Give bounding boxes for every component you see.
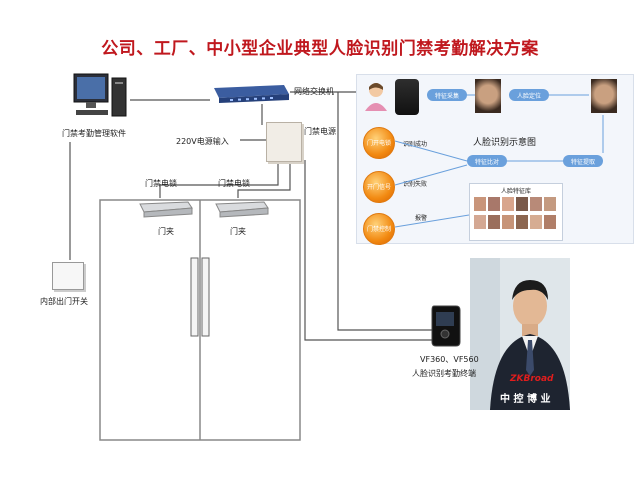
face-database: 人脸特征库 (469, 183, 563, 241)
face-database-title: 人脸特征库 (500, 188, 531, 195)
person-photo (470, 258, 570, 410)
face-thumbnails (474, 197, 556, 229)
terminal-label: 人脸识别考勤终端 (412, 369, 476, 378)
model-label: VF360、VF560 (420, 355, 479, 364)
pill-capture: 特征采集 (427, 89, 467, 101)
power-supply-box (266, 122, 302, 162)
zkbroad-logo: ZKBroad 中 控 博 业 (492, 372, 570, 406)
magnetic-lock-left (138, 200, 194, 218)
face-sample-icon-2 (591, 79, 617, 113)
recognition-diagram-panel: 特征采集 人脸定位 人脸识别示意图 特征提取 特征比对 门开电锁 开门信号 门禁… (356, 74, 634, 245)
pc-label: 门禁考勤管理软件 (62, 129, 126, 138)
logo-text: ZKBroad (510, 374, 554, 384)
pill-match: 特征比对 (467, 155, 507, 167)
clip1-label: 门夹 (158, 227, 174, 236)
network-switch (210, 84, 290, 104)
clip2-label: 门夹 (230, 227, 246, 236)
orb-open-signal: 开门信号 (363, 171, 395, 203)
panel-arrows (394, 94, 604, 228)
face-recognition-terminal (430, 304, 462, 348)
lock2-label: 门禁电锁 (218, 179, 250, 188)
page-title: 公司、工厂、中小型企业典型人脸识别门禁考勤解决方案 (101, 39, 539, 59)
pill-locate: 人脸定位 (509, 89, 549, 101)
exit-button (52, 262, 84, 290)
lock1-label: 门禁电锁 (145, 179, 177, 188)
terminal-device-icon (395, 79, 419, 115)
pill-extract: 特征提取 (563, 155, 603, 167)
power-input-label: 220V电源输入 (176, 137, 229, 146)
orb-access-control: 门禁控制 (363, 213, 395, 245)
person-avatar-icon (363, 81, 389, 111)
switch-label: 网络交换机 (294, 87, 334, 96)
magnetic-lock-right (214, 200, 270, 218)
exit-label: 内部出门开关 (40, 297, 88, 306)
face-sample-icon (475, 79, 501, 113)
arrow-success-label: 识别成功 (403, 141, 428, 148)
power-label: 门禁电源 (304, 127, 336, 136)
brand-name: 中 控 博 业 (500, 394, 551, 405)
orb-door-open: 门开电锁 (363, 127, 395, 159)
panel-title: 人脸识别示意图 (473, 138, 537, 148)
arrow-alarm-label: 报警 (415, 215, 428, 222)
arrow-fail-label: 识别失败 (403, 181, 428, 188)
computer (72, 72, 128, 124)
